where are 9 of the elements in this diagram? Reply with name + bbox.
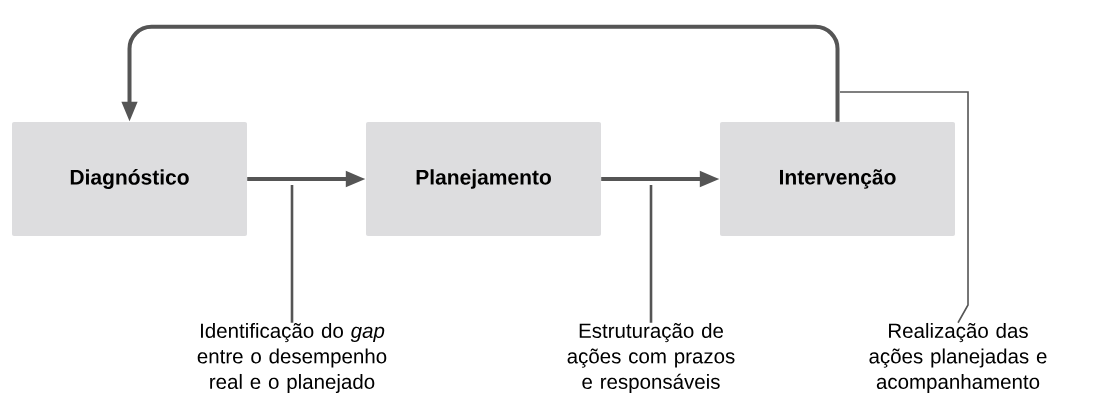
leader-line	[649, 185, 653, 323]
annotation-text: Estruturação de ações com prazos e responsáveis	[567, 322, 735, 394]
process-box: Planejamento	[366, 122, 601, 236]
annotation-text: Identificação do gap entre o desempenho real e o planejado	[197, 322, 387, 394]
annotation-text: Realização das ações planejadas e acompanhamento	[869, 322, 1047, 394]
leader-line	[290, 185, 294, 323]
process-box: Diagnóstico	[12, 122, 247, 236]
process-box: Intervenção	[720, 122, 955, 236]
leader-line	[839, 91, 969, 324]
